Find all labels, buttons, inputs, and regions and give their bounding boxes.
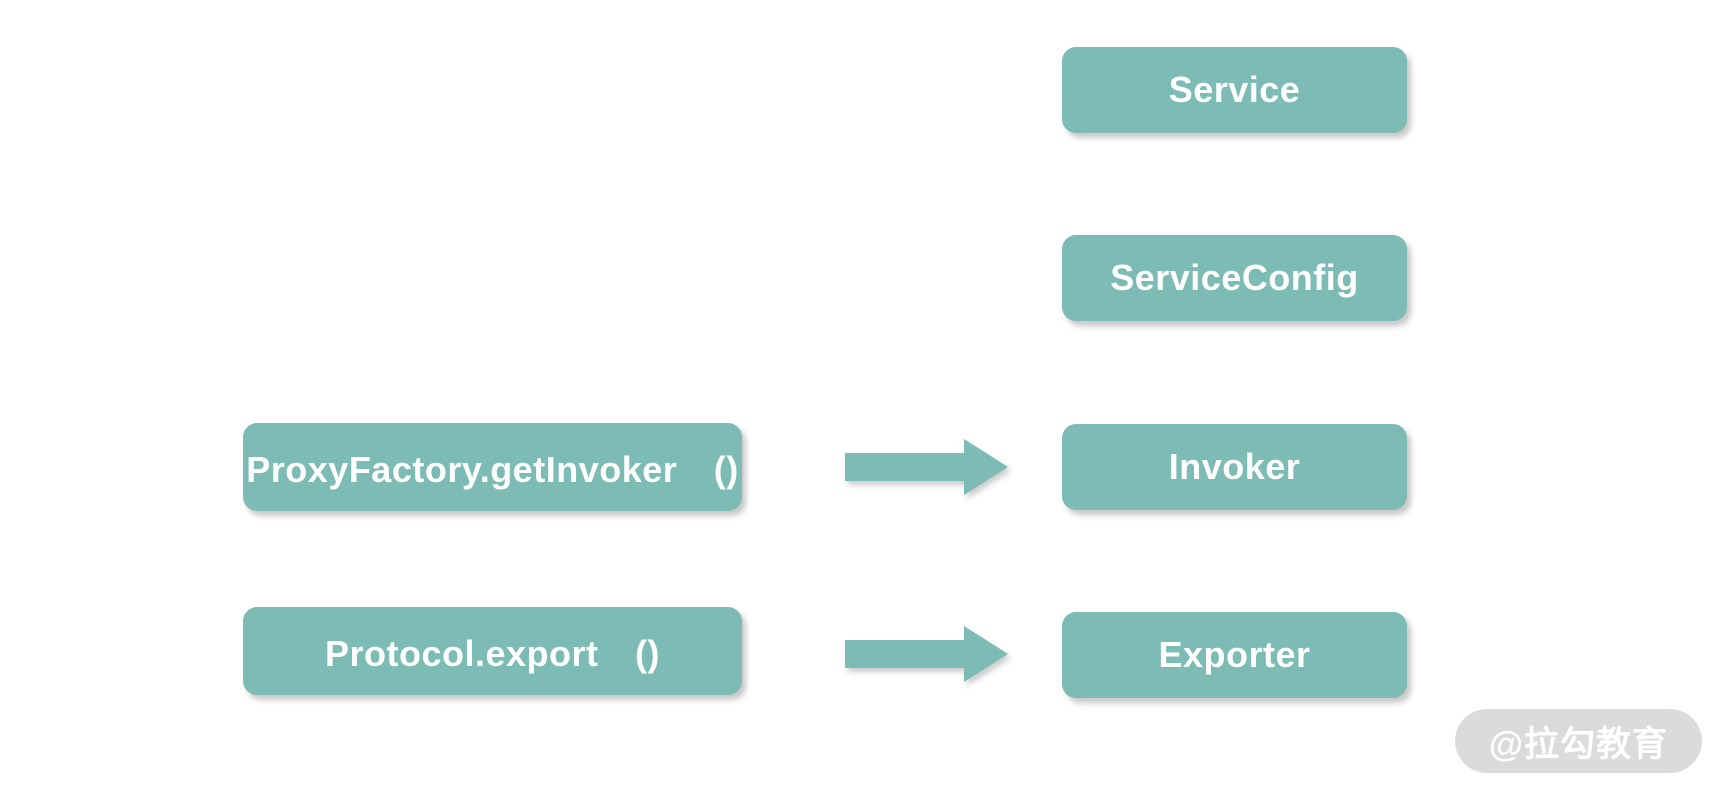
node-service: Service <box>1062 47 1407 133</box>
node-protocol-export-label: Protocol.export () <box>324 633 660 674</box>
node-protocol-export: Protocol.export () <box>243 607 742 695</box>
watermark-badge: @拉勾教育 <box>1455 709 1702 773</box>
node-proxyfactory-getinvoker-label: ProxyFactory.getInvoker () <box>246 449 739 490</box>
node-service-config: ServiceConfig <box>1062 235 1407 321</box>
arrow-right-icon <box>845 438 1010 496</box>
node-service-config-label: ServiceConfig <box>1110 257 1359 298</box>
node-proxyfactory-getinvoker: ProxyFactory.getInvoker () <box>243 423 742 511</box>
node-invoker-label: Invoker <box>1168 446 1301 487</box>
arrow-right-icon <box>845 625 1010 683</box>
watermark-label: @拉勾教育 <box>1488 724 1669 764</box>
node-service-label: Service <box>1168 69 1301 110</box>
node-invoker: Invoker <box>1062 424 1407 510</box>
node-exporter-label: Exporter <box>1158 634 1311 675</box>
node-exporter: Exporter <box>1062 612 1407 698</box>
